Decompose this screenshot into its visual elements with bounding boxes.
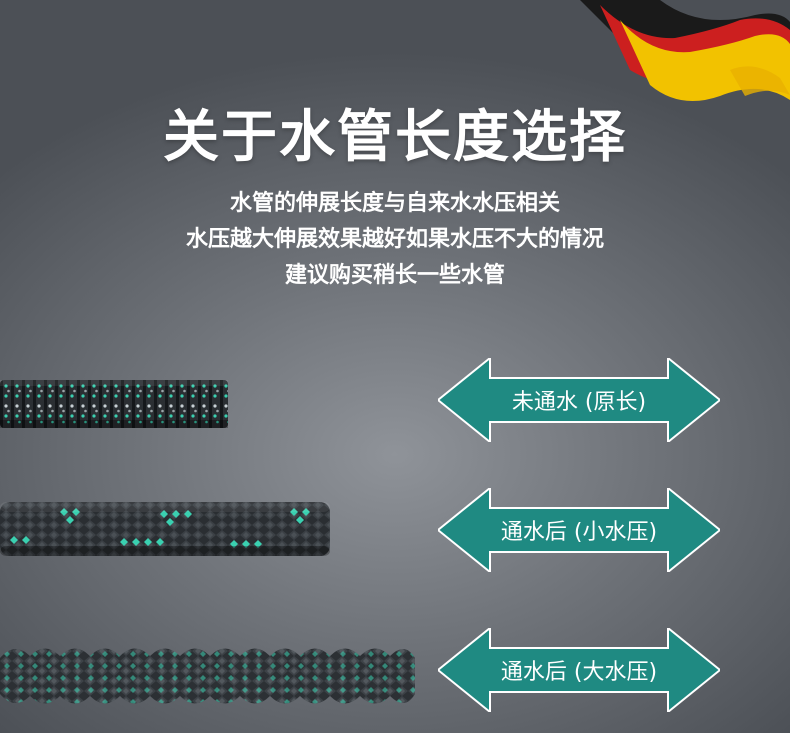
hose-low-pressure-image <box>0 502 330 556</box>
german-flag-icon <box>580 0 790 102</box>
state-label-low-pressure: 通水后 (小水压) <box>500 520 658 545</box>
description-line-2: 水压越大伸展效果越好如果水压不大的情况 <box>185 227 604 252</box>
state-arrow-original: 未通水 (原长) <box>438 358 720 442</box>
state-label-high-pressure: 通水后 (大水压) <box>500 660 658 685</box>
hose-high-pressure-image <box>0 648 415 704</box>
double-arrow-icon <box>438 628 720 712</box>
double-arrow-icon <box>438 488 720 572</box>
state-label-original: 未通水 (原长) <box>511 390 647 415</box>
hose-original-image <box>0 380 228 428</box>
description: 水管的伸展长度与自来水水压相关 水压越大伸展效果越好如果水压不大的情况 建议购买… <box>0 186 790 294</box>
page-title: 关于水管长度选择 <box>163 105 627 170</box>
state-arrow-high-pressure: 通水后 (大水压) <box>438 628 720 712</box>
state-arrow-low-pressure: 通水后 (小水压) <box>438 488 720 572</box>
description-line-1: 水管的伸展长度与自来水水压相关 <box>229 191 560 216</box>
description-line-3: 建议购买稍长一些水管 <box>284 263 505 288</box>
double-arrow-icon <box>438 358 720 442</box>
